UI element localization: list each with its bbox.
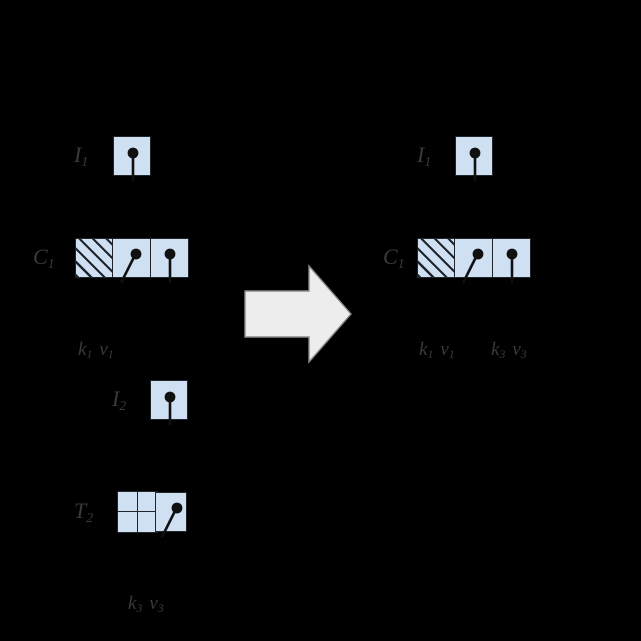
before-table-data-cell[interactable] <box>155 492 188 538</box>
pointer-diagonal-down-left <box>113 239 152 284</box>
after-cache-label: C1 <box>383 244 405 271</box>
before-index-top-label: I1 <box>74 142 89 169</box>
before-table-row <box>117 491 188 538</box>
pointer-diagonal-down-left <box>156 493 188 538</box>
before-index-top-row <box>113 136 152 181</box>
before-index-bottom-cell[interactable] <box>150 380 189 425</box>
before-cache-cell-empty[interactable] <box>75 238 114 278</box>
pointer-vertical-down <box>151 239 190 283</box>
after-cache-row <box>417 238 532 284</box>
before-cache-cell-2[interactable] <box>149 238 190 283</box>
after-index-top-row <box>455 136 494 181</box>
before-index-bottom-row <box>150 380 189 425</box>
before-index-top-cell[interactable] <box>113 136 152 181</box>
before-index-bottom-label: I2 <box>112 386 127 413</box>
before-cache-row <box>75 238 190 284</box>
after-index-top-cell[interactable] <box>455 136 494 181</box>
before-table-subgrid <box>117 491 158 533</box>
right-arrow-icon <box>243 264 353 364</box>
before-cache-label: C1 <box>33 244 55 271</box>
after-cache-cell-empty[interactable] <box>417 238 456 278</box>
pointer-diagonal-down-left <box>455 239 494 284</box>
before-table-label: T2 <box>74 498 94 525</box>
pointer-vertical-down <box>151 381 189 425</box>
after-index-top-label: I1 <box>417 142 432 169</box>
before-table-subcell[interactable] <box>117 491 139 513</box>
before-table-subcell[interactable] <box>117 511 139 533</box>
pointer-vertical-down <box>114 137 152 181</box>
pointer-vertical-down <box>493 239 532 283</box>
before-cache-cell-1[interactable] <box>112 238 152 284</box>
pointer-vertical-down <box>456 137 494 181</box>
after-cache-cell-1[interactable] <box>454 238 494 284</box>
after-cache-cell-2[interactable] <box>491 238 532 283</box>
